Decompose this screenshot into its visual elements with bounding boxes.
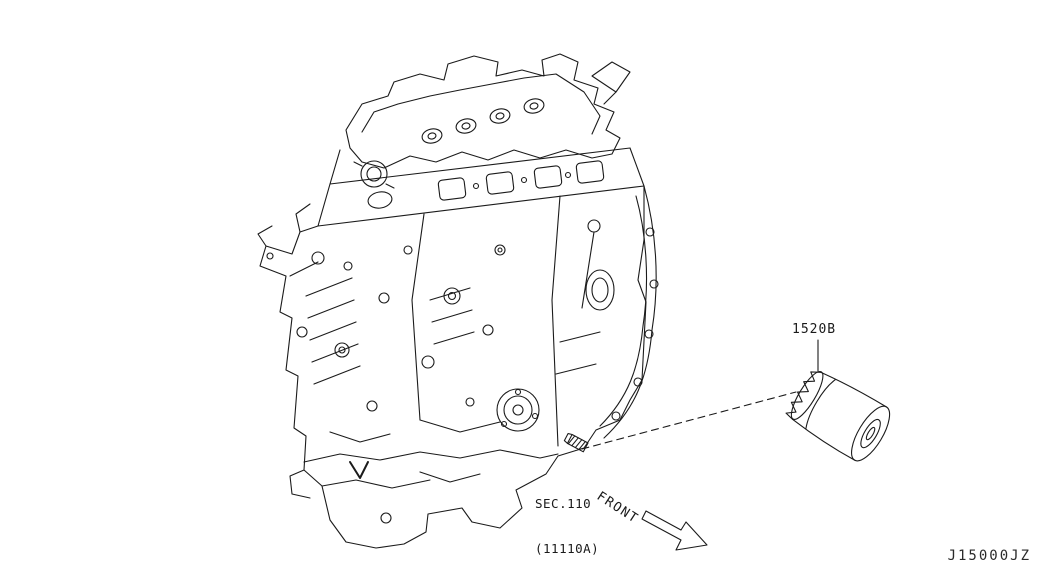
part-callout-1520b[interactable]: 1520B: [792, 322, 837, 337]
front-arrow-icon: [641, 510, 708, 551]
oil-filter-illustration: [785, 370, 891, 462]
sec-reference-line1: SEC.110: [535, 496, 592, 511]
sec-reference-label: SEC.110 (11110A): [535, 466, 599, 572]
diagram-code: J15000JZ: [947, 548, 1031, 564]
oil-pan: [289, 449, 559, 524]
oil-filler-cap: [353, 160, 395, 189]
cylinder-head-ports: [437, 160, 605, 201]
sec-reference-line2: (11110A): [535, 541, 600, 556]
crank-pulley: [496, 388, 540, 432]
spark-plug-wells: [421, 98, 545, 144]
oil-filter-stud: [563, 432, 589, 453]
engine-illustration: [257, 53, 659, 549]
dashed-reference-line: [581, 391, 797, 450]
block-bosses: [266, 244, 506, 412]
